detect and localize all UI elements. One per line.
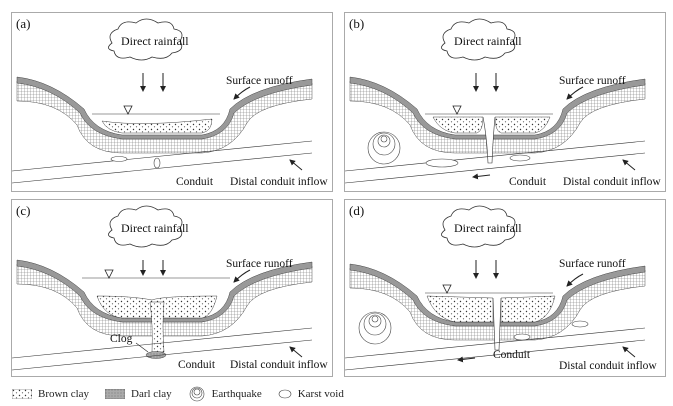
conduit-label: Conduit [509,176,547,188]
brown-clay [426,295,494,323]
panel-label: (a) [16,16,31,31]
panel-label: (d) [349,203,365,218]
brown-clay [432,116,484,134]
earthquake-icon [189,386,204,402]
conduit-label: Conduit [178,359,216,371]
legend-item-darl-clay: Darl clay [105,388,172,400]
panel-label: (c) [16,203,31,218]
inflow-label: Distal conduit inflow [230,359,328,371]
rainfall-label: Direct rainfall [454,34,522,48]
runoff-label: Surface runoff [226,258,293,270]
cloud-icon [441,205,516,248]
diagram-c [12,205,313,371]
conduit-label: Conduit [176,176,214,188]
earthquake-icon [358,311,392,345]
panel-b: (b) Direct rainfall Surface runoff Condu… [344,12,666,192]
panel-c: (c) Direct rainfall Surface runoff Clog … [11,199,333,377]
cloud-icon [108,18,183,61]
runoff-label: Surface runoff [559,75,626,87]
legend-label: Karst void [297,388,344,400]
legend-item-earthquake: Earthquake [188,386,262,402]
surface-layer [16,76,313,140]
rainfall-label: Direct rainfall [121,34,189,48]
surface-layer [349,76,646,140]
earthquake-icon [367,131,401,165]
conduit-label: Conduit [493,349,531,361]
runoff-label: Surface runoff [559,258,626,270]
legend: Brown clay Darl clay Earthquake Karst vo… [12,386,360,402]
inflow-label: Distal conduit inflow [559,360,657,372]
rainfall-label: Direct rainfall [454,221,522,235]
panel-d: (d) Direct rainfall Surface runoff Condu… [344,199,666,377]
cloud-icon [108,205,183,248]
surface-layer [16,259,313,323]
legend-label: Earthquake [211,388,262,400]
karst-void-icon [278,389,292,399]
brown-clay [494,116,551,134]
clog-label: Clog [110,333,133,345]
diagram-a [12,18,313,184]
panel-label: (b) [349,16,365,31]
legend-item-brown-clay: Brown clay [12,388,89,400]
legend-label: Brown clay [38,388,90,400]
diagram-b [345,18,646,184]
brown-clay [500,295,556,323]
legend-item-karst-void: Karst void [278,388,344,400]
panel-a: (a) Direct rainfall Surface runoff Condu… [11,12,333,192]
diagram-d [345,205,646,371]
clog-deposit [145,351,167,359]
rainfall-label: Direct rainfall [121,221,189,235]
legend-label: Darl clay [131,388,172,400]
darl-clay-swatch [105,389,126,399]
runoff-label: Surface runoff [226,75,293,87]
brown-clay-swatch [12,389,32,399]
inflow-label: Distal conduit inflow [563,176,661,188]
inflow-label: Distal conduit inflow [230,176,328,188]
surface-layer [349,263,646,327]
brown-clay [101,118,213,134]
cloud-icon [441,18,516,61]
